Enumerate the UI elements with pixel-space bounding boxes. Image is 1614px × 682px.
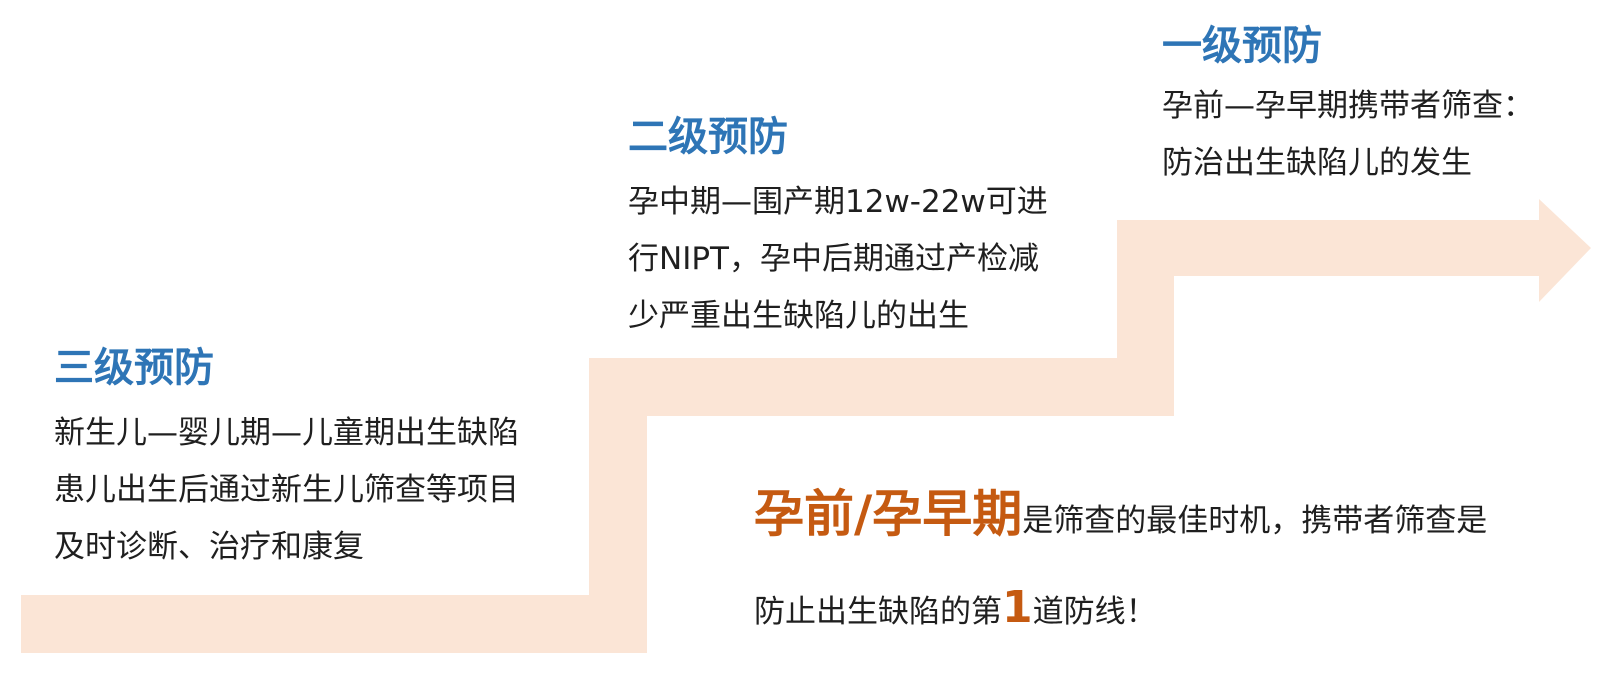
callout-line-1-text: 是筛查的最佳时机，携带者筛查是 xyxy=(1022,503,1488,539)
level-secondary-line: 孕中期—围产期12w-22w可进 xyxy=(628,184,1048,220)
level-tertiary: 三级预防 xyxy=(54,344,214,392)
level-secondary: 二级预防 xyxy=(628,113,788,161)
callout-line-2-after: 道防线！ xyxy=(1032,594,1157,630)
level-tertiary-line: 及时诊断、治疗和康复 xyxy=(54,529,364,565)
level-tertiary-description: 新生儿—婴儿期—儿童期出生缺陷 患儿出生后通过新生儿筛查等项目 及时诊断、治疗和… xyxy=(54,405,519,576)
level-secondary-line: 少严重出生缺陷儿的出生 xyxy=(628,298,969,334)
level-primary: 一级预防 xyxy=(1162,22,1322,70)
callout-line-2-before: 防止出生缺陷的第 xyxy=(754,594,1002,630)
level-tertiary-line: 新生儿—婴儿期—儿童期出生缺陷 xyxy=(54,415,519,451)
level-secondary-line: 行NIPT，孕中后期通过产检减 xyxy=(628,241,1039,277)
staircase-arrow-shape xyxy=(21,199,1591,653)
callout-number: 1 xyxy=(1002,582,1033,633)
level-primary-line: 孕前—孕早期携带者筛查： xyxy=(1162,88,1534,124)
level-primary-heading: 一级预防 xyxy=(1162,23,1322,69)
level-secondary-heading: 二级预防 xyxy=(628,114,788,160)
callout-highlight: 孕前/孕早期 xyxy=(754,485,1023,543)
level-tertiary-line: 患儿出生后通过新生儿筛查等项目 xyxy=(54,472,519,508)
callout-line-2: 防止出生缺陷的第1道防线！ xyxy=(754,576,1157,644)
level-primary-line: 防治出生缺陷儿的发生 xyxy=(1162,145,1472,181)
level-primary-description: 孕前—孕早期携带者筛查： 防治出生缺陷儿的发生 xyxy=(1162,78,1534,192)
level-secondary-description: 孕中期—围产期12w-22w可进 行NIPT，孕中后期通过产检减 少严重出生缺陷… xyxy=(628,174,1048,345)
level-tertiary-heading: 三级预防 xyxy=(54,345,214,391)
callout-line-1: 孕前/孕早期是筛查的最佳时机，携带者筛查是 xyxy=(754,482,1487,553)
